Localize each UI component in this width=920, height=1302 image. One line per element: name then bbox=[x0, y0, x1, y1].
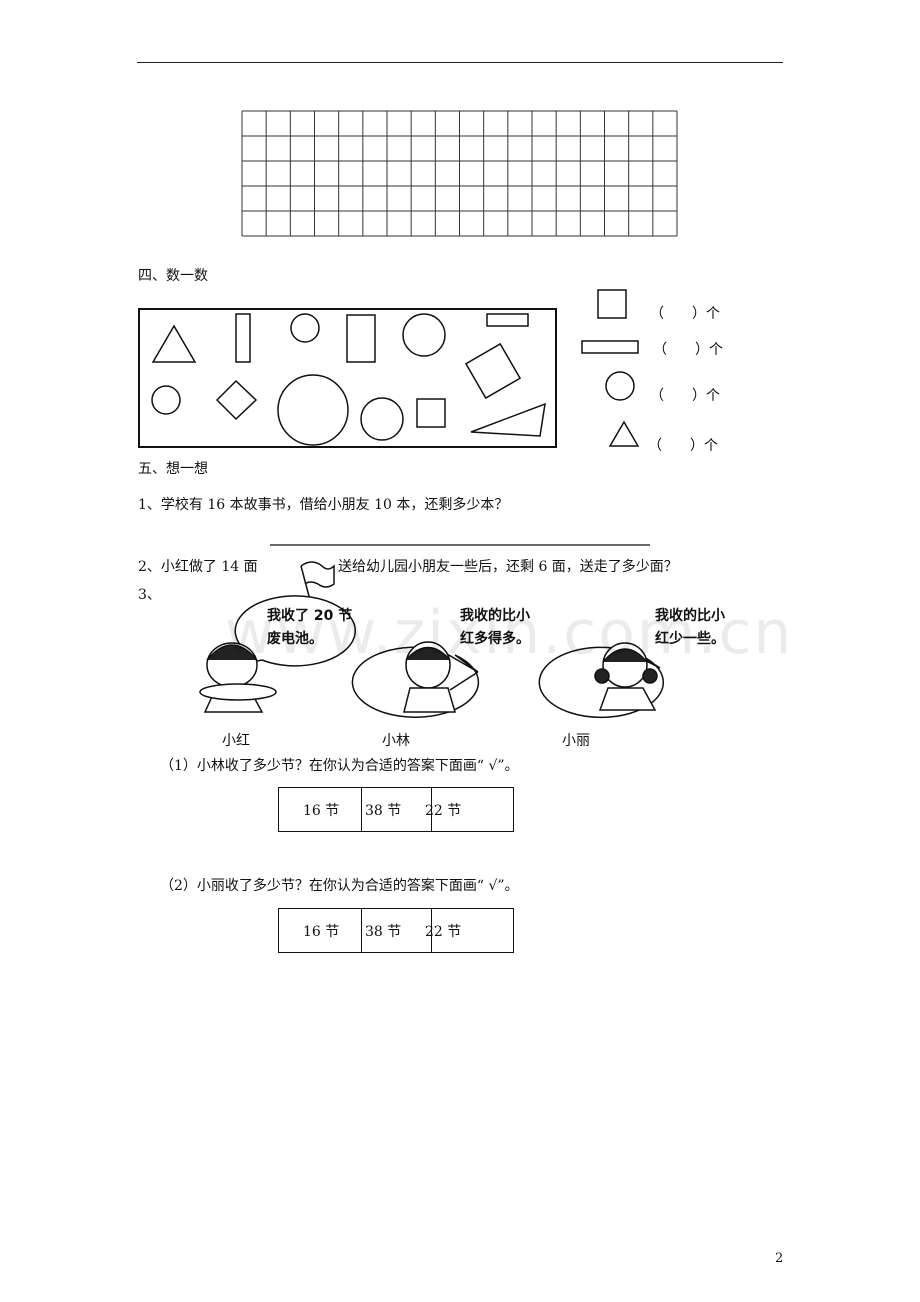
legend-shapes bbox=[581, 289, 640, 447]
xiaolin-figure bbox=[403, 641, 479, 713]
option-38[interactable]: 38 节 bbox=[365, 923, 402, 940]
answer-circle: （ ）个 bbox=[650, 385, 720, 405]
writing-grid bbox=[241, 110, 678, 237]
bubble-line: 废电池。 bbox=[267, 631, 323, 647]
watermark: www.zixin.com.cn bbox=[225, 598, 794, 668]
option-22[interactable]: 22 节 bbox=[425, 802, 462, 819]
sub-question-1: （1）小林收了多少节？在你认为合适的答案下面画“ √”。 bbox=[160, 758, 519, 774]
bubble-text-xiaoli: 我收的比小红少一些。 bbox=[655, 605, 725, 651]
bubble-line: 我收的比小 bbox=[460, 608, 530, 624]
circle-shape bbox=[402, 313, 446, 357]
answer-paren[interactable]: （ ） bbox=[648, 438, 704, 454]
rectangle-shape bbox=[235, 313, 251, 363]
shapes-box bbox=[138, 308, 557, 448]
name-xiaoli: 小丽 bbox=[562, 733, 590, 749]
triangle-shape bbox=[470, 402, 546, 437]
divider bbox=[361, 788, 362, 831]
square-icon bbox=[597, 289, 627, 319]
section5-title: 五、想一想 bbox=[138, 461, 208, 477]
children-illustrations bbox=[199, 641, 658, 713]
unit-label: 个 bbox=[706, 306, 720, 322]
question-2-part2: 送给幼儿园小朋友一些后，还剩 6 面，送走了多少面？ bbox=[338, 559, 678, 575]
page-number: 2 bbox=[775, 1251, 784, 1266]
circle-shape bbox=[290, 313, 320, 343]
option-16[interactable]: 16 节 bbox=[303, 923, 340, 940]
flag-icon bbox=[300, 561, 335, 601]
xiaohong-figure bbox=[199, 642, 277, 713]
triangle-shape bbox=[151, 324, 197, 363]
answer-paren[interactable]: （ ） bbox=[650, 306, 706, 322]
triangle-icon bbox=[608, 420, 640, 447]
answer-rectangle: （ ）个 bbox=[653, 339, 723, 359]
question-2-part1: 2、小红做了 14 面 bbox=[138, 559, 258, 575]
rectangle-shape bbox=[346, 314, 376, 363]
answer-paren[interactable]: （ ） bbox=[650, 388, 706, 404]
name-xiaolin: 小林 bbox=[382, 733, 410, 749]
unit-label: 个 bbox=[704, 438, 718, 454]
option-38[interactable]: 38 节 bbox=[365, 802, 402, 819]
unit-label: 个 bbox=[709, 342, 723, 358]
bubble-xiaohong bbox=[219, 595, 356, 670]
circle-icon bbox=[605, 371, 635, 401]
divider bbox=[431, 909, 432, 952]
square-shape bbox=[464, 342, 522, 400]
unit-label: 个 bbox=[706, 388, 720, 404]
xiaoli-figure bbox=[594, 642, 658, 711]
circle-shape bbox=[360, 397, 404, 441]
answer-paren[interactable]: （ ） bbox=[653, 342, 709, 358]
answer-triangle: （ ）个 bbox=[648, 435, 718, 455]
sub-question-2: （2）小丽收了多少节？在你认为合适的答案下面画“ √”。 bbox=[160, 878, 519, 894]
rectangle-icon bbox=[581, 340, 639, 354]
bubble-text-xiaolin: 我收的比小红多得多。 bbox=[460, 605, 530, 651]
divider bbox=[431, 788, 432, 831]
square-shape bbox=[416, 398, 446, 428]
option-22[interactable]: 22 节 bbox=[425, 923, 462, 940]
square-shape bbox=[215, 379, 258, 421]
bubble-line: 红少一些。 bbox=[655, 631, 725, 647]
header-rule bbox=[137, 62, 783, 63]
options-box-2: 16 节 38 节 22 节 bbox=[278, 908, 514, 953]
answer-square: （ ）个 bbox=[650, 303, 720, 323]
circle-shape bbox=[277, 374, 349, 446]
question-1: 1、学校有 16 本故事书，借给小朋友 10 本，还剩多少本？ bbox=[138, 497, 509, 513]
bubble-text-xiaohong: 我收了 20 节废电池。 bbox=[267, 605, 352, 651]
bubble-line: 我收的比小 bbox=[655, 608, 725, 624]
divider bbox=[361, 909, 362, 952]
section4-title: 四、数一数 bbox=[138, 268, 208, 284]
options-box-1: 16 节 38 节 22 节 bbox=[278, 787, 514, 832]
bubble-line: 红多得多。 bbox=[460, 631, 530, 647]
option-16[interactable]: 16 节 bbox=[303, 802, 340, 819]
question-3: 3、 bbox=[138, 587, 161, 603]
rectangle-shape bbox=[486, 313, 529, 327]
bubble-line: 我收了 20 节 bbox=[267, 608, 353, 624]
name-xiaohong: 小红 bbox=[222, 733, 250, 749]
circle-shape bbox=[151, 385, 181, 415]
